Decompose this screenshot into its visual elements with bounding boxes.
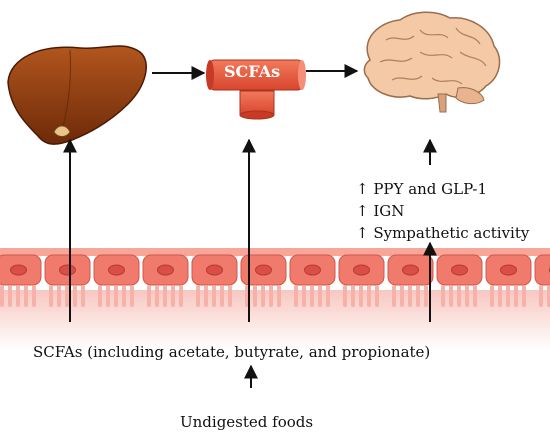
villus <box>65 285 69 307</box>
villus <box>343 285 347 307</box>
villus <box>155 285 159 307</box>
cell-nucleus <box>59 264 76 276</box>
villus <box>171 285 175 307</box>
villus <box>212 285 216 307</box>
villus <box>408 285 412 307</box>
villus <box>81 285 85 307</box>
undigested-foods-label: Undigested foods <box>180 413 314 431</box>
cell-nucleus <box>304 264 321 276</box>
epithelial-cell <box>534 254 550 286</box>
villus <box>0 285 4 307</box>
villus <box>98 285 102 307</box>
effect-sympathetic: ↑ Sympathetic activity <box>356 224 530 242</box>
cell-nucleus <box>255 264 272 276</box>
scfas-types-label: SCFAs (including acetate, butyrate, and … <box>33 343 431 361</box>
villus <box>490 285 494 307</box>
villus <box>16 285 20 307</box>
cell-nucleus <box>206 264 223 276</box>
scfas-node-label: SCFAs <box>224 62 281 81</box>
villus <box>57 285 61 307</box>
villus <box>49 285 53 307</box>
villus <box>122 285 126 307</box>
effects-list: ↑ PPY and GLP-1 ↑ IGN ↑ Sympathetic acti… <box>356 178 529 244</box>
villus <box>220 285 224 307</box>
villus <box>465 285 469 307</box>
villus <box>498 285 502 307</box>
villus <box>473 285 477 307</box>
villus <box>277 285 281 307</box>
villus <box>457 285 461 307</box>
villus <box>32 285 36 307</box>
villus <box>163 285 167 307</box>
villus <box>269 285 273 307</box>
villus <box>130 285 134 307</box>
villus <box>196 285 200 307</box>
flow-arrows <box>63 64 437 388</box>
villus <box>547 285 550 307</box>
villus <box>375 285 379 307</box>
villus <box>310 285 314 307</box>
scfas-node-shape <box>206 59 306 120</box>
cell-nucleus <box>10 264 27 276</box>
villus <box>424 285 428 307</box>
intestinal-epithelium <box>0 248 550 350</box>
villus <box>253 285 257 307</box>
villus <box>351 285 355 307</box>
villus <box>228 285 232 307</box>
villus <box>318 285 322 307</box>
effect-ppy-glp1: ↑ PPY and GLP-1 <box>356 180 487 198</box>
villus <box>302 285 306 307</box>
villus <box>147 285 151 307</box>
villus <box>73 285 77 307</box>
cell-nucleus <box>402 264 419 276</box>
villus <box>106 285 110 307</box>
villus <box>514 285 518 307</box>
villus <box>114 285 118 307</box>
liver-icon <box>7 45 147 145</box>
cell-nucleus <box>108 264 125 276</box>
villus <box>506 285 510 307</box>
villus <box>8 285 12 307</box>
villus <box>522 285 526 307</box>
villus <box>392 285 396 307</box>
cell-nucleus <box>451 264 468 276</box>
cell-nucleus <box>157 264 174 276</box>
villus <box>449 285 453 307</box>
villus <box>326 285 330 307</box>
villus <box>294 285 298 307</box>
villus <box>179 285 183 307</box>
villus <box>400 285 404 307</box>
villus <box>24 285 28 307</box>
villus <box>261 285 265 307</box>
villus <box>204 285 208 307</box>
villus <box>359 285 363 307</box>
cell-nucleus <box>353 264 370 276</box>
effect-ign: ↑ IGN <box>356 202 405 220</box>
villus <box>539 285 543 307</box>
villus <box>367 285 371 307</box>
villus <box>416 285 420 307</box>
villus <box>441 285 445 307</box>
brain-icon <box>363 11 501 113</box>
cell-nucleus <box>500 264 517 276</box>
